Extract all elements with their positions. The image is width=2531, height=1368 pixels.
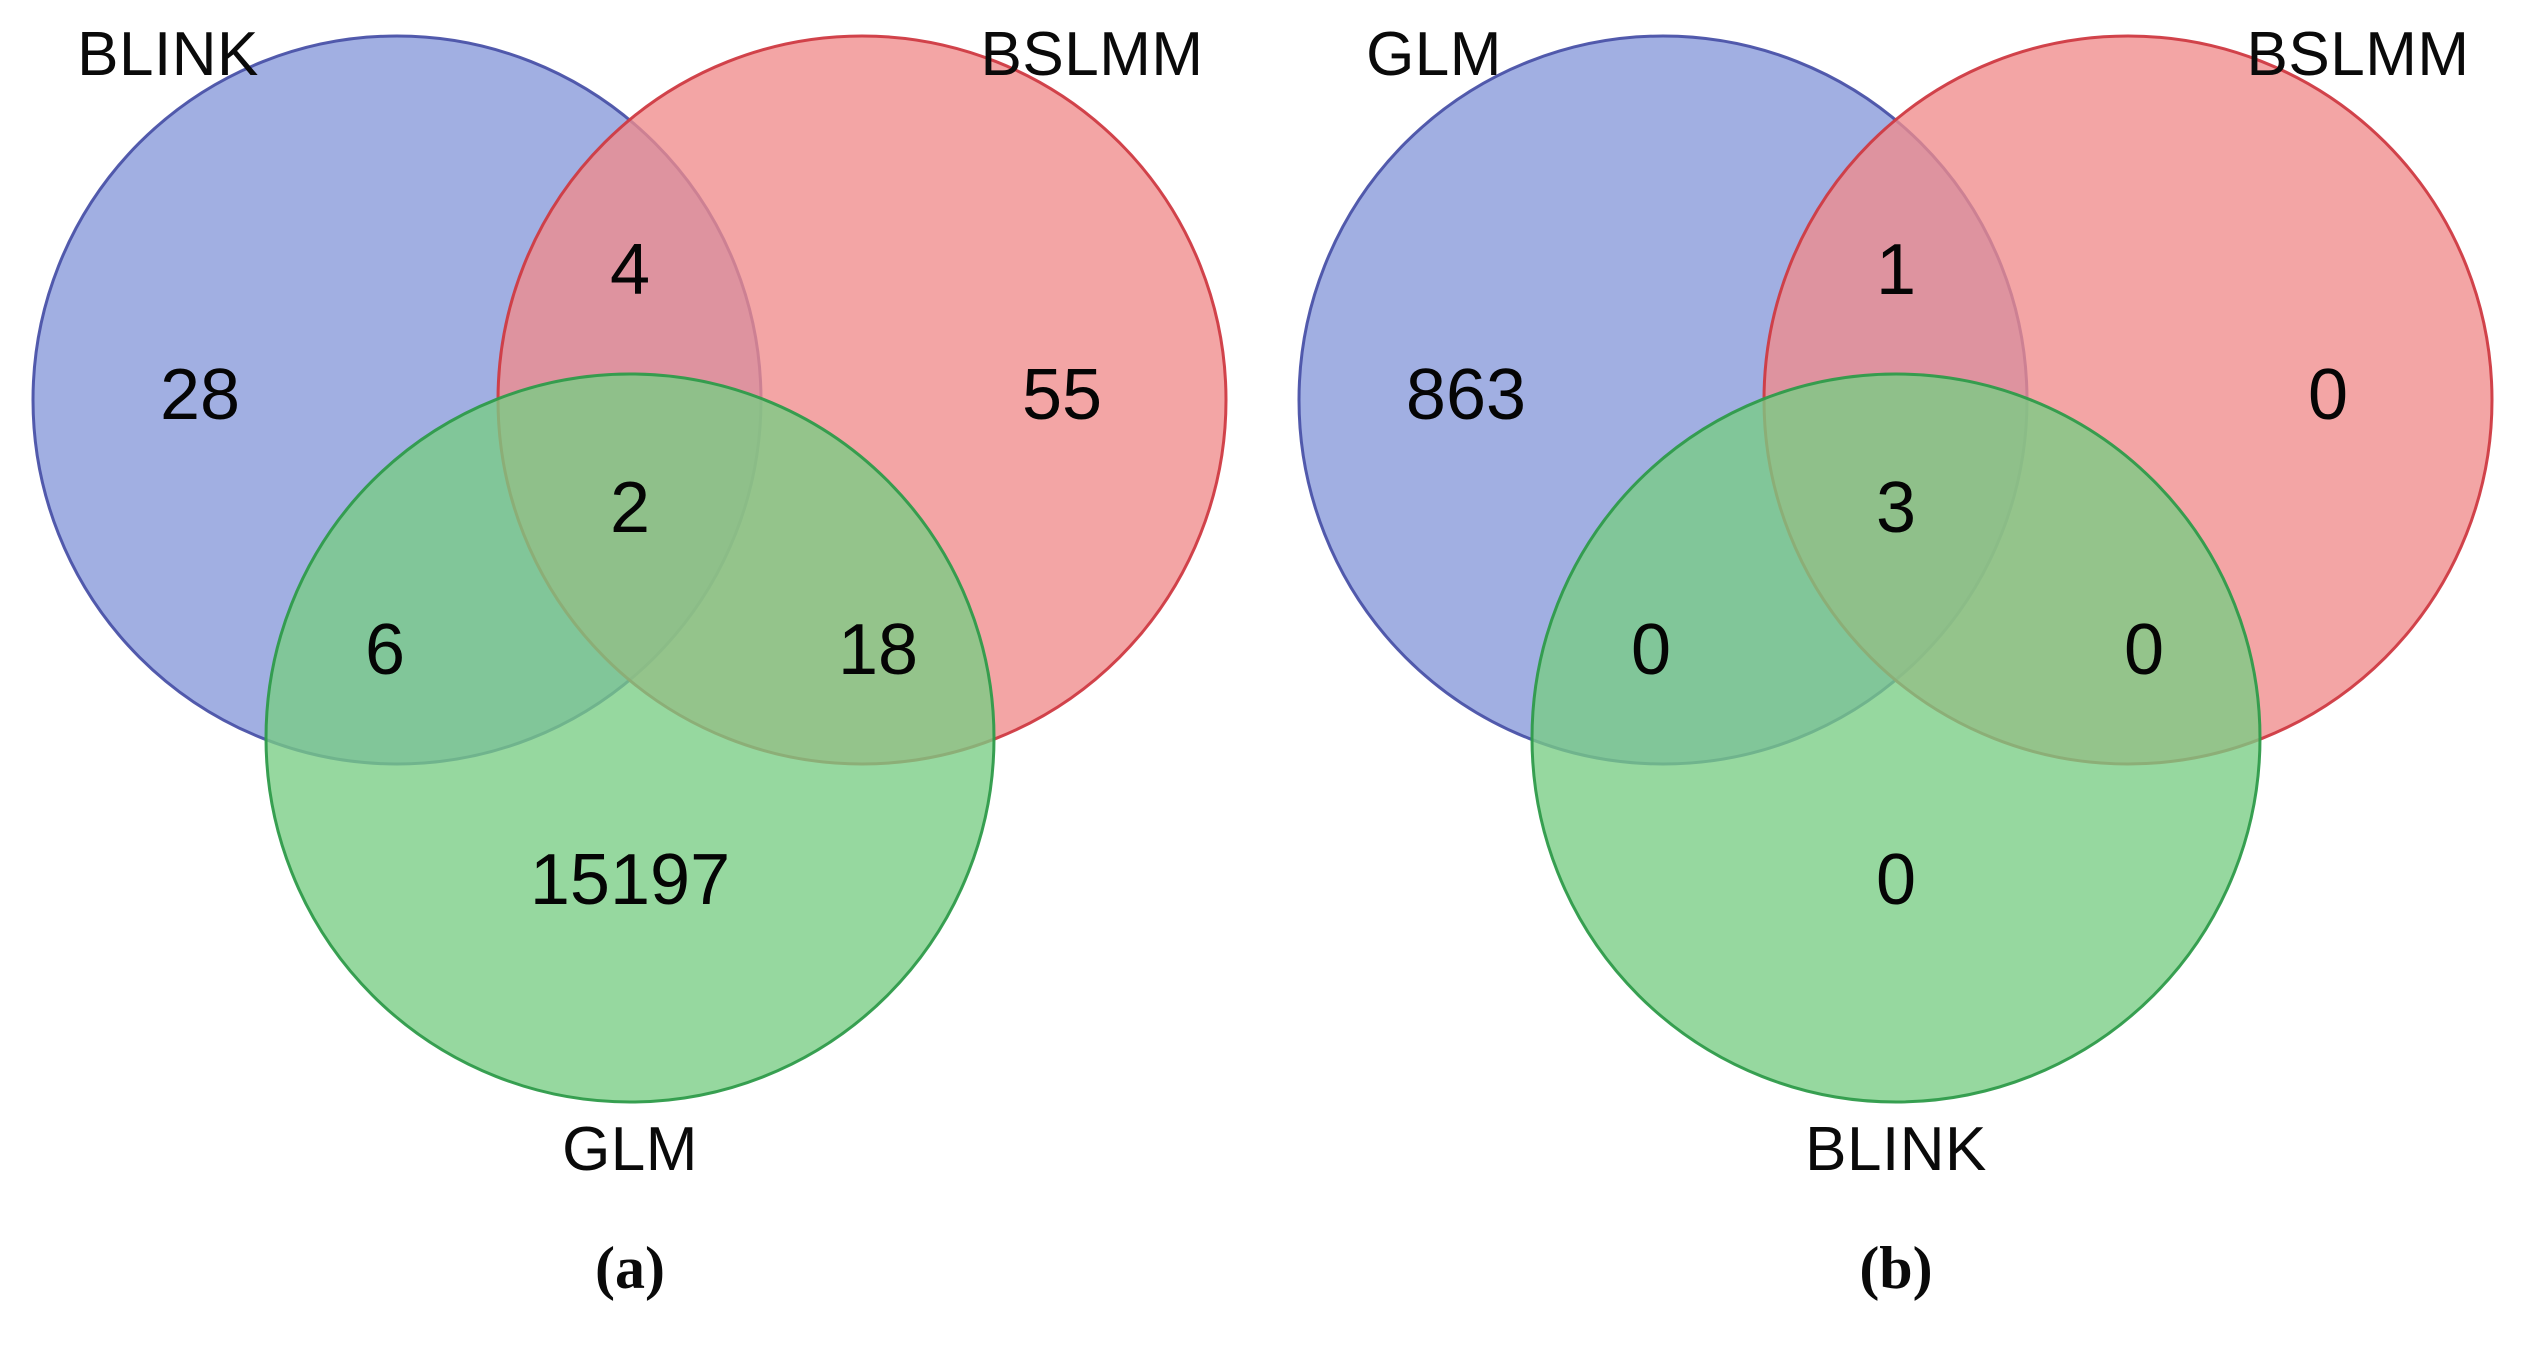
- venn-count-top-right-and-bottom: 18: [837, 610, 919, 690]
- venn-circle-bottom: [264, 372, 996, 1104]
- panel-caption-b: (b): [1859, 1235, 1933, 1301]
- venn-count-all-three: 3: [1875, 468, 1917, 548]
- venn-set-label-top-left: BLINK: [77, 20, 259, 89]
- venn-count-only-top-left: 28: [159, 355, 241, 435]
- venn-set-label-bottom: GLM: [562, 1115, 698, 1184]
- venn-count-top-left-and-bottom: 6: [364, 610, 406, 690]
- venn-count-only-bottom: 15197: [529, 840, 731, 920]
- venn-count-only-top-right: 0: [2307, 355, 2349, 435]
- venn-set-label-top-left: GLM: [1366, 20, 1502, 89]
- venn-panel-b: GLM BSLMM BLINK 863 1 0 3 0 0 0 (b): [1266, 0, 2531, 1368]
- venn-diagram-a: [31, 34, 1228, 1104]
- venn-circles-a: [31, 34, 1228, 1104]
- venn-count-top-right-and-bottom: 0: [2123, 610, 2165, 690]
- venn-count-top-left-and-bottom: 0: [1630, 610, 1672, 690]
- venn-set-label-top-right: BSLMM: [980, 20, 1204, 89]
- venn-count-all-three: 2: [609, 468, 651, 548]
- panel-caption-a: (a): [595, 1235, 665, 1301]
- venn-panel-a: BLINK BSLMM GLM 28 4 55 2 6 18 15197 (a): [0, 0, 1265, 1368]
- venn-diagram-b: [1297, 34, 2494, 1104]
- venn-count-top-left-and-top-right: 1: [1875, 230, 1917, 310]
- venn-count-only-top-right: 55: [1021, 355, 1103, 435]
- venn-set-label-bottom: BLINK: [1805, 1115, 1987, 1184]
- venn-count-only-top-left: 863: [1405, 355, 1527, 435]
- venn-count-top-left-and-top-right: 4: [609, 230, 651, 310]
- venn-set-label-top-right: BSLMM: [2246, 20, 2470, 89]
- venn-circle-bottom: [1530, 372, 2262, 1104]
- venn-circles-b: [1297, 34, 2494, 1104]
- venn-count-only-bottom: 0: [1875, 840, 1917, 920]
